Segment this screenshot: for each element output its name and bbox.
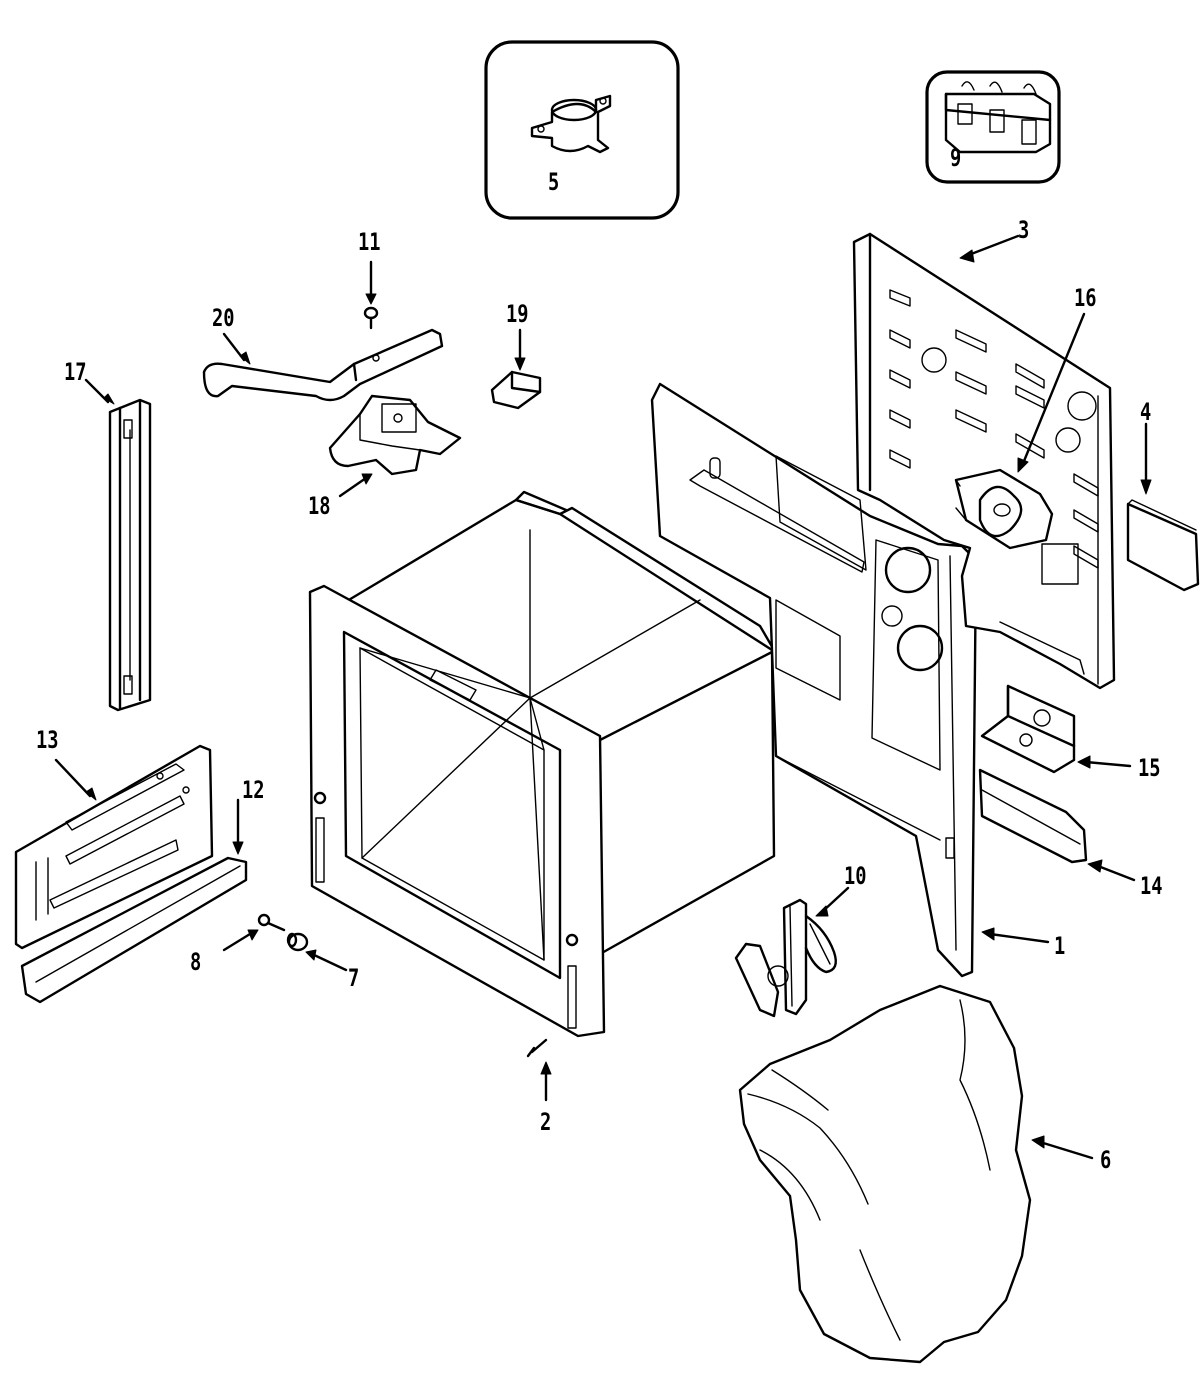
callout-6: 6 xyxy=(1100,1146,1112,1174)
part-15-bracket xyxy=(980,684,1132,774)
part-5-inset xyxy=(484,40,680,220)
callout-10: 10 xyxy=(844,862,867,890)
callout-16: 16 xyxy=(1074,284,1097,312)
callout-17: 17 xyxy=(64,358,87,386)
part-16-fan xyxy=(954,312,1086,550)
part-3-rear-panel xyxy=(852,232,1116,690)
part-12-trim xyxy=(20,798,248,1004)
callout-19: 19 xyxy=(506,300,529,328)
part-11-screw xyxy=(363,260,379,330)
part-6-insulation xyxy=(738,984,1094,1364)
callout-5: 5 xyxy=(548,168,560,196)
callout-9: 9 xyxy=(950,144,962,172)
part-19-switch xyxy=(490,328,542,410)
callout-7: 7 xyxy=(348,964,360,992)
callout-11: 11 xyxy=(358,228,381,256)
callout-2: 2 xyxy=(540,1108,552,1136)
part-13-panel xyxy=(14,744,214,950)
callout-20: 20 xyxy=(212,304,235,332)
callout-1: 1 xyxy=(1054,932,1066,960)
part-20-bracket xyxy=(202,328,444,402)
callout-3: 3 xyxy=(1018,216,1030,244)
callout-4: 4 xyxy=(1140,398,1152,426)
part-17-rail xyxy=(84,378,152,712)
part-7-plug xyxy=(286,932,348,972)
callout-14: 14 xyxy=(1140,872,1163,900)
part-10-hinge xyxy=(734,886,850,1018)
oven-cavity xyxy=(308,490,776,1102)
part-18-latch xyxy=(328,394,462,498)
part-8-screw xyxy=(222,913,286,952)
part-9-inset xyxy=(925,70,1061,184)
callout-12: 12 xyxy=(242,776,265,804)
callout-18: 18 xyxy=(308,492,331,520)
callout-15: 15 xyxy=(1138,754,1161,782)
callout-13: 13 xyxy=(36,726,59,754)
part-4-cover xyxy=(1126,422,1200,592)
part-14-rail xyxy=(978,768,1136,882)
callout-8: 8 xyxy=(190,948,202,976)
part-1-wrapper xyxy=(650,382,1050,978)
